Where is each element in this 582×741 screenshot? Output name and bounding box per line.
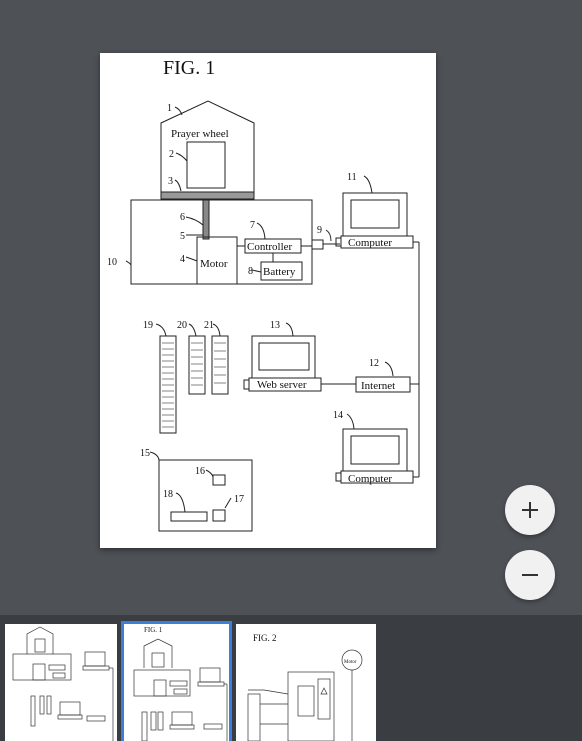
thumbnail-page-3[interactable]: FIG. 2 Motor bbox=[236, 624, 376, 741]
plus-icon bbox=[522, 502, 538, 518]
ref-numeral: 17 bbox=[234, 494, 244, 505]
ref-numeral: 19 bbox=[143, 320, 153, 331]
ref-numeral: 4 bbox=[180, 254, 185, 265]
zoom-in-button[interactable] bbox=[505, 485, 555, 535]
ref-numeral: 5 bbox=[180, 231, 185, 242]
ref-numeral: 7 bbox=[250, 220, 255, 231]
document-page: FIG. 1 Prayer wheel Controller Motor Bat… bbox=[100, 53, 436, 548]
label-internet: Internet bbox=[361, 380, 395, 392]
thumbnail-page-1[interactable] bbox=[5, 624, 117, 741]
ref-numeral: 15 bbox=[140, 448, 150, 459]
label-battery: Battery bbox=[263, 266, 296, 278]
thumbnail-2-title: FIG. 1 bbox=[144, 626, 163, 634]
label-controller: Controller bbox=[247, 241, 293, 253]
ref-numeral: 12 bbox=[369, 358, 379, 369]
ref-numeral: 6 bbox=[180, 212, 185, 223]
ref-numeral: 20 bbox=[177, 320, 187, 331]
rack-fill bbox=[162, 342, 226, 428]
thumbnail-3-title: FIG. 2 bbox=[253, 633, 277, 643]
ref-numeral: 21 bbox=[204, 320, 214, 331]
ref-numeral: 3 bbox=[168, 176, 173, 187]
thumbnail-1-preview bbox=[12, 626, 114, 741]
ref-numeral: 2 bbox=[169, 149, 174, 160]
ref-numeral: 8 bbox=[248, 266, 253, 277]
label-web-server: Web server bbox=[257, 379, 307, 391]
ref-numeral: 9 bbox=[317, 225, 322, 236]
thumbnail-2-preview: FIG. 1 bbox=[133, 626, 228, 741]
label-motor: Motor bbox=[200, 258, 228, 270]
ref-numeral: 18 bbox=[163, 489, 173, 500]
patent-figure: FIG. 1 Prayer wheel Controller Motor Bat… bbox=[107, 57, 420, 532]
thumbnail-strip[interactable]: FIG. 1 FIG. 2 bbox=[0, 615, 582, 741]
ref-numeral: 11 bbox=[347, 172, 357, 183]
thumbnail-3-preview: FIG. 2 Motor bbox=[247, 633, 363, 741]
label-prayer-wheel: Prayer wheel bbox=[171, 128, 229, 140]
thumbnail-page-2[interactable]: FIG. 1 bbox=[121, 621, 232, 741]
ref-numeral: 14 bbox=[333, 410, 343, 421]
ref-numeral: 10 bbox=[107, 257, 117, 268]
ref-numeral: 1 bbox=[167, 103, 172, 114]
thumbnail-3-motor-label: Motor bbox=[344, 660, 357, 665]
label-computer-bottom: Computer bbox=[348, 473, 392, 485]
figure-title: FIG. 1 bbox=[163, 57, 215, 79]
zoom-out-button[interactable] bbox=[505, 550, 555, 600]
document-viewer[interactable]: FIG. 1 Prayer wheel Controller Motor Bat… bbox=[0, 0, 582, 615]
ref-numeral: 13 bbox=[270, 320, 280, 331]
minus-icon bbox=[522, 574, 538, 576]
ref-numeral: 16 bbox=[195, 466, 205, 477]
label-computer-top: Computer bbox=[348, 237, 392, 249]
